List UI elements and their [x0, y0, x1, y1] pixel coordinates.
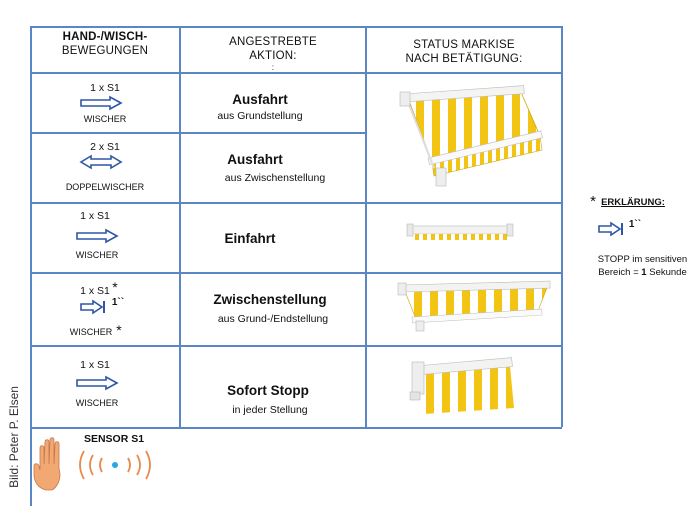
row2-action: Ausfahrt: [227, 152, 283, 167]
awning-extended-image: [399, 85, 543, 187]
header-status-line1: STATUS MARKISE: [413, 39, 515, 51]
row3-gesture-label: WISCHER: [75, 250, 119, 260]
header-action-mark: :: [271, 62, 275, 72]
sensor-waves-icon: [79, 450, 151, 480]
row5-action-detail: in jeder Stellung: [232, 404, 308, 416]
legend-text-line2: Bereich = 1 Sekunde: [585, 267, 700, 279]
sensor-dot: [112, 462, 118, 468]
grid-line: [30, 202, 562, 204]
swipe-right-arrow-icon: [76, 375, 119, 391]
legend-text-line2-pre: Bereich =: [598, 267, 642, 278]
awning-intermediate-image: [397, 280, 551, 332]
row4-star: *: [112, 279, 118, 295]
row1-action-detail: aus Grundstellung: [217, 110, 303, 122]
legend-text-line2-post: Sekunde: [646, 267, 687, 278]
header-gestures: HAND-/WISCH- BEWEGUNGEN: [30, 30, 180, 59]
row4-hold-duration: 1``: [111, 297, 125, 308]
legend-hold-duration: 1``: [628, 219, 642, 230]
swipe-hold-arrow-icon: [80, 299, 105, 315]
row4-action: Zwischenstellung: [213, 292, 327, 307]
row1-gesture-label: WISCHER: [83, 114, 127, 124]
image-credit: Bild: Peter P. Elsen: [7, 386, 21, 488]
grid-line: [561, 26, 563, 427]
legend-text-line1: STOPP im sensitiven: [597, 254, 688, 265]
awning-retracted-image: [406, 223, 514, 240]
row2-gesture-count: 2 x S1: [90, 141, 120, 153]
hand-icon: [33, 437, 61, 491]
row3-action: Einfahrt: [224, 231, 276, 246]
row4-gesture-label: WISCHER: [69, 327, 113, 337]
row2-action-detail: aus Zwischenstellung: [224, 172, 326, 184]
row5-action: Sofort Stopp: [227, 383, 309, 398]
row2-gesture-label: DOPPELWISCHER: [65, 182, 145, 192]
legend-text-line2-bold: 1: [641, 267, 647, 278]
swipe-right-arrow-icon: [76, 228, 119, 244]
grid-line: [30, 26, 32, 506]
awning-stopped-image: [409, 357, 516, 420]
header-status: STATUS MARKISE NACH BETÄTIGUNG:: [366, 38, 562, 67]
row5-gesture-count: 1 x S1: [80, 359, 110, 371]
double-swipe-arrow-icon: [79, 154, 123, 170]
grid-line: [30, 345, 562, 347]
grid-line: [30, 132, 365, 134]
grid-line: [30, 26, 562, 28]
grid-line: [30, 72, 562, 74]
legend-star: *: [590, 193, 596, 210]
grid-line: [365, 26, 367, 427]
legend-swipe-hold-icon: [598, 221, 623, 237]
grid-line: [179, 26, 181, 427]
header-status-line2: NACH BETÄTIGUNG:: [405, 53, 523, 66]
grid-line: [30, 272, 562, 274]
row4-action-detail: aus Grund-/Endstellung: [217, 313, 329, 325]
row1-gesture-count: 1 x S1: [90, 82, 120, 94]
swipe-right-arrow-icon: [80, 95, 123, 111]
header-action: ANGESTREBTE AKTION: :: [180, 35, 366, 72]
header-action-line2: AKTION:: [249, 50, 297, 63]
header-action-line1: ANGESTREBTE: [229, 36, 317, 48]
header-gestures-line2: BEWEGUNGEN: [61, 45, 149, 58]
row4-gesture-count: 1 x S1: [80, 285, 110, 297]
row4-label-star: *: [116, 322, 122, 338]
legend-title: ERKLÄRUNG:: [601, 197, 665, 208]
header-gestures-line1: HAND-/WISCH-: [62, 31, 148, 43]
row1-action: Ausfahrt: [232, 92, 288, 107]
row3-gesture-count: 1 x S1: [80, 210, 110, 222]
row5-gesture-label: WISCHER: [75, 398, 119, 408]
grid-line: [30, 427, 562, 429]
sensor-label: SENSOR S1: [83, 433, 145, 445]
